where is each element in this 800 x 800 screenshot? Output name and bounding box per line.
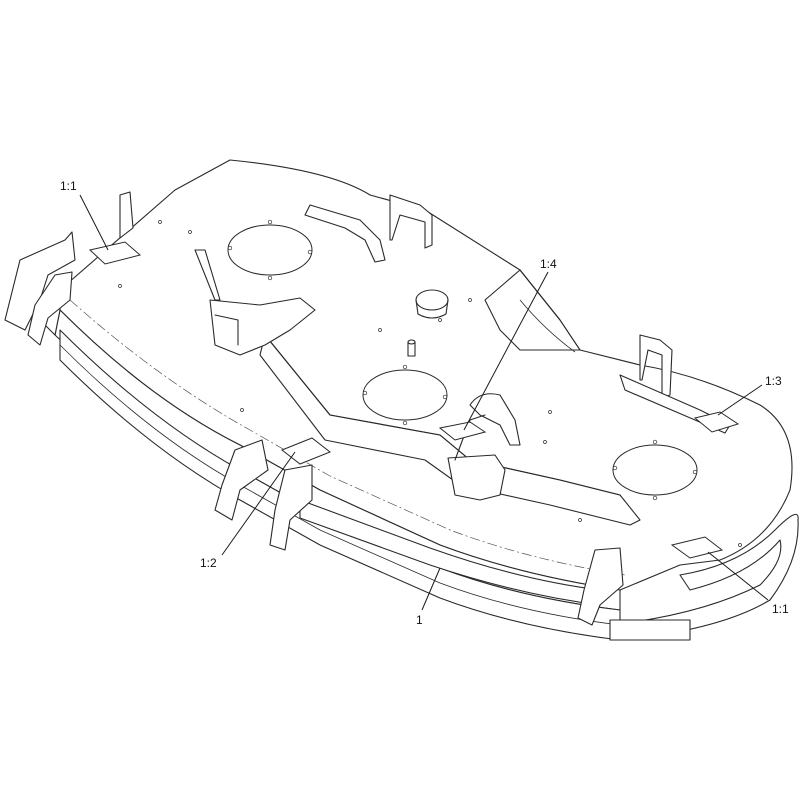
front-right-hanger-arms [577,547,624,626]
callout-label: 1:3 [765,374,782,388]
blade-opening-center [362,369,448,421]
center-front-bracket [447,454,506,501]
callout-label: 1 [416,613,423,627]
belt-guide-bracket [304,204,386,263]
right-mount-bracket [639,334,673,399]
rear-left-bracket [209,297,316,356]
callout-label: 1:1 [60,179,77,193]
rear-right-upper-bracket [389,194,433,249]
callout-label: 1:1 [772,602,789,616]
blade-opening-right [612,444,698,496]
leader-lines [79,194,769,611]
decal-center [438,421,487,441]
spindle-bolts [118,219,742,547]
blade-opening-left [227,224,313,276]
callout-label: 1:4 [540,257,557,271]
callout-label: 1:2 [200,556,217,570]
decal-rear-left [88,241,142,265]
left-hanger-arms [4,191,134,346]
decal-front-left [281,437,331,465]
center-spindle-hub [415,289,449,311]
decal-right-rear [693,411,740,433]
front-left-hanger-arms [214,439,313,551]
